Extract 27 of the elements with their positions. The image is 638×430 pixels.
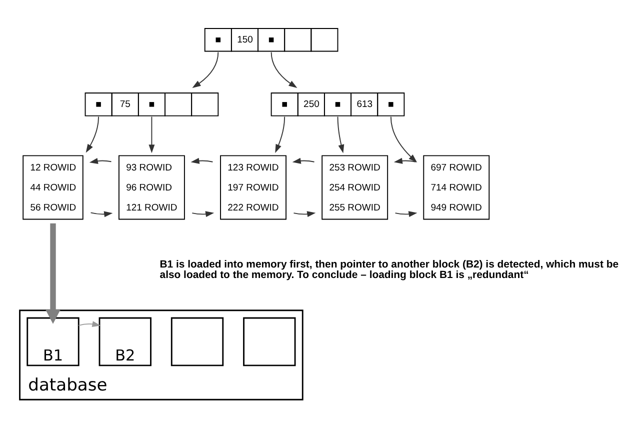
arrow [394, 211, 418, 218]
arrow [190, 158, 214, 164]
arrow [292, 158, 315, 164]
node-box: 123 ROWID 197 ROWID 222 ROWID [220, 155, 286, 220]
node-box: 12 ROWID 44 ROWID 56 ROWID [22, 155, 84, 220]
node-box [170, 317, 224, 366]
arrow [337, 116, 344, 154]
node-box: 93 ROWID 96 ROWID 121 ROWID [118, 155, 185, 220]
node-box: 697 ROWID 714 ROWID 949 ROWID [423, 155, 490, 220]
arrow [270, 52, 298, 88]
label: B1 is loaded into memory first, then pointer to another block (B2) is detected, which must be also loaded to the memory. To conclude – loading block B1 is „redundant“ [160, 259, 619, 281]
node-box: 253 ROWID 254 ROWID 255 ROWID [322, 155, 388, 220]
arrow [86, 116, 100, 153]
arrow [78, 321, 101, 327]
arrow [45, 223, 61, 324]
arrow [275, 116, 286, 153]
arrow [394, 158, 416, 164]
arrow [192, 211, 214, 218]
arrow [293, 211, 316, 218]
node-box [243, 317, 296, 366]
arrow [89, 158, 112, 164]
arrow [90, 211, 113, 218]
arrow [390, 116, 418, 162]
node-box: B2 [98, 317, 152, 366]
node-box: B1 [26, 317, 80, 366]
arrow [192, 52, 219, 88]
arrow [148, 116, 155, 154]
